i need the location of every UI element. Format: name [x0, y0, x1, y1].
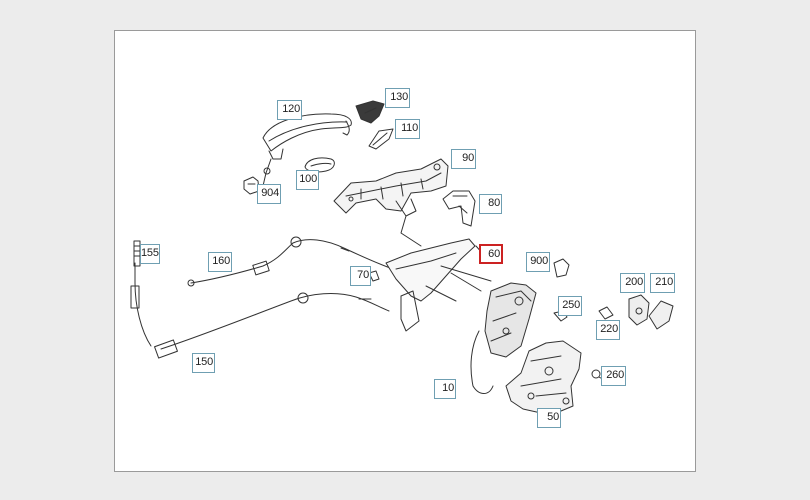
seal-110-drawing	[368, 128, 394, 150]
lock-actuator-drawing	[470, 282, 537, 394]
cable-150-drawing	[130, 262, 390, 359]
cover-80-drawing	[442, 190, 476, 227]
cover-130-drawing	[355, 100, 385, 124]
bracket-60-drawing	[385, 238, 492, 332]
part-label-70[interactable]: 70	[350, 266, 371, 286]
part-label-160[interactable]: 160	[208, 252, 232, 272]
part-label-260[interactable]: 260	[601, 366, 626, 386]
lock-housing-drawing	[505, 340, 582, 414]
clip-900-drawing	[553, 258, 570, 278]
part-label-250[interactable]: 250	[558, 296, 582, 316]
part-label-900[interactable]: 900	[526, 252, 550, 272]
cable-160-drawing	[187, 236, 394, 287]
handle-carrier-drawing	[333, 158, 449, 247]
part-200-drawing	[628, 294, 650, 326]
part-label-80[interactable]: 80	[479, 194, 502, 214]
part-label-50[interactable]: 50	[537, 408, 561, 428]
part-label-120[interactable]: 120	[277, 100, 302, 120]
part-label-60[interactable]: 60	[479, 244, 503, 264]
part-label-130[interactable]: 130	[385, 88, 410, 108]
part-label-100[interactable]: 100	[296, 170, 319, 190]
part-210-drawing	[648, 300, 674, 330]
parts-diagram-canvas: 120 130 110 90 100 904 80 155 160 70 60 …	[114, 30, 696, 472]
part-label-10[interactable]: 10	[434, 379, 456, 399]
screw-70-drawing	[368, 270, 380, 282]
screw-220-drawing	[598, 306, 614, 320]
part-label-110[interactable]: 110	[395, 119, 420, 139]
part-label-90[interactable]: 90	[451, 149, 476, 169]
part-label-220[interactable]: 220	[596, 320, 620, 340]
part-label-155[interactable]: 155	[140, 244, 160, 264]
exploded-view-drawing	[130, 100, 674, 414]
part-label-150[interactable]: 150	[192, 353, 215, 373]
part-label-904[interactable]: 904	[257, 184, 281, 204]
part-label-200[interactable]: 200	[620, 273, 645, 293]
part-label-210[interactable]: 210	[650, 273, 675, 293]
